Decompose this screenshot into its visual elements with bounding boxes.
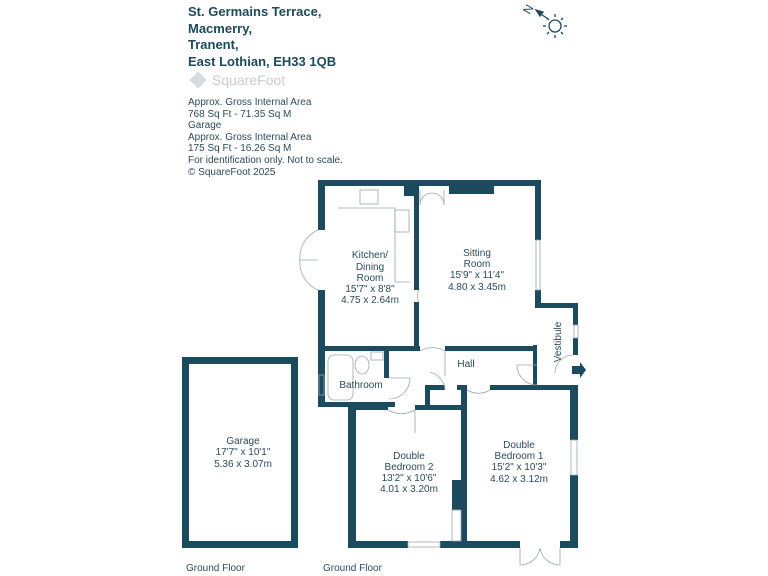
bedroom2-dims-imperial: 13'2" x 10'6" bbox=[382, 473, 437, 484]
garage-label: Garage bbox=[226, 436, 260, 447]
garage-dims-imperial: 17'7" x 10'1" bbox=[216, 447, 271, 458]
logo-text: SquareFoot bbox=[212, 72, 286, 88]
bathroom-label: Bathroom bbox=[339, 380, 382, 391]
info-line: Garage bbox=[188, 120, 222, 132]
north-label: N bbox=[520, 2, 536, 17]
main-floor-label: Ground Floor bbox=[323, 563, 382, 574]
kitchen-label: Kitchen/ bbox=[352, 250, 388, 261]
hall-label: Hall bbox=[457, 359, 474, 370]
info-line: For identification only. Not to scale. bbox=[188, 154, 343, 166]
walls bbox=[182, 180, 586, 548]
address-line: Tranent, bbox=[188, 37, 239, 52]
info-line: 768 Sq Ft - 71.35 Sq M bbox=[188, 108, 292, 120]
compass: N bbox=[520, 2, 567, 38]
info-line: © SquareFoot 2025 bbox=[188, 166, 276, 178]
sun-compass-icon bbox=[534, 8, 567, 38]
logo-diamond-icon bbox=[189, 71, 207, 89]
garage-dims-metric: 5.36 x 3.07m bbox=[214, 459, 272, 470]
kitchen-dims-metric: 4.75 x 2.64m bbox=[341, 295, 399, 306]
sitting-label: Room bbox=[464, 259, 491, 270]
bedroom1-dims-imperial: 15'2" x 10'3" bbox=[492, 462, 547, 473]
kitchen-dims-imperial: 15'7" x 8'8" bbox=[345, 284, 395, 295]
bedroom1-label: Double bbox=[503, 440, 535, 451]
bedroom2-dims-metric: 4.01 x 3.20m bbox=[380, 484, 438, 495]
info-line: Approx. Gross Internal Area bbox=[188, 131, 312, 143]
address-line: St. Germains Terrace, bbox=[188, 4, 322, 19]
bedroom1-dims-metric: 4.62 x 3.12m bbox=[490, 474, 548, 485]
squarefoot-logo: SquareFoot bbox=[188, 70, 285, 90]
kitchen-label: Dining bbox=[356, 262, 384, 273]
address-line: East Lothian, EH33 1QB bbox=[188, 53, 337, 69]
bedroom2-label: Double bbox=[393, 451, 425, 462]
address: St. Germains Terrace, Macmerry, Tranent,… bbox=[188, 4, 336, 70]
garage-floor-label: Ground Floor bbox=[186, 563, 245, 574]
sitting-dims-metric: 4.80 x 3.45m bbox=[448, 282, 506, 293]
address-line: Macmerry, bbox=[188, 20, 253, 36]
room-labels: Kitchen/ Dining Room 15'7" x 8'8" 4.75 x… bbox=[214, 248, 564, 495]
bedroom2-label: Bedroom 2 bbox=[385, 462, 434, 473]
vestibule-label: Vestibule bbox=[553, 321, 564, 362]
kitchen-label: Room bbox=[357, 273, 384, 284]
doors-windows bbox=[299, 189, 579, 566]
info-line: 175 Sq Ft - 16.26 Sq M bbox=[188, 143, 292, 155]
sitting-dims-imperial: 15'9" x 11'4" bbox=[450, 270, 505, 281]
bedroom1-label: Bedroom 1 bbox=[495, 451, 544, 462]
area-info: Approx. Gross Internal Area 768 Sq Ft - … bbox=[188, 97, 343, 178]
info-line: Approx. Gross Internal Area bbox=[188, 97, 312, 108]
sitting-label: Sitting bbox=[463, 248, 491, 259]
